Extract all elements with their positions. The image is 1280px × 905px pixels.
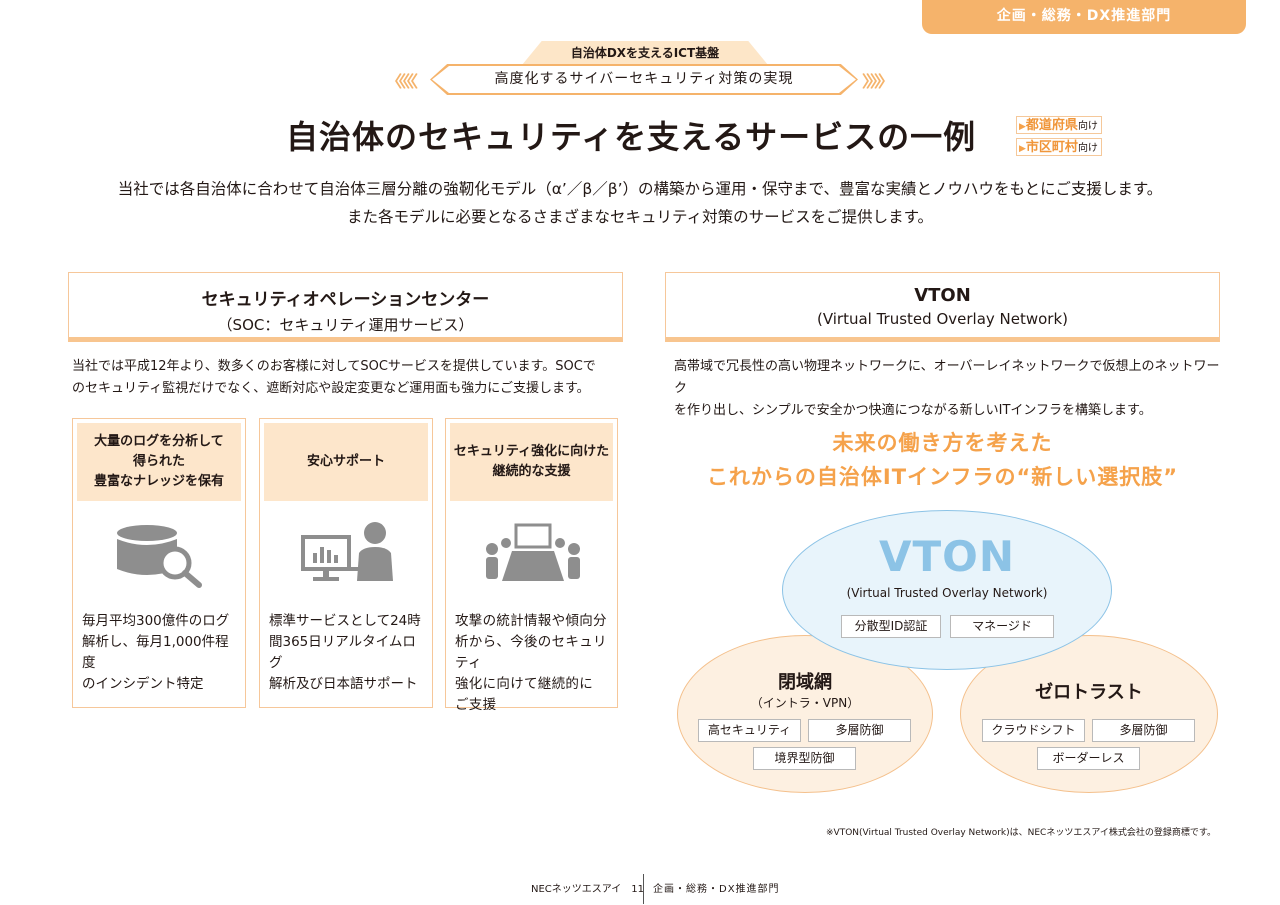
banner-title: 高度化するサイバーセキュリティ対策の実現 [432,66,856,93]
pill-distributed-id: 分散型ID認証 [841,615,941,638]
future-heading-2: これからの自治体ITインフラの“新しい選択肢” [706,465,1179,489]
pill-managed: マネージド [950,615,1054,638]
vton-logo-subtitle: (Virtual Trusted Overlay Network) [846,586,1048,600]
intro-line-2: また各モデルに必要となるさまざまなセキュリティ対策のサービスをご提供します。 [346,208,934,226]
feature-text: 標準サービスとして24時 間365日リアルタイムログ 解析及び日本語サポート [269,613,421,692]
pill-cloud-shift: クラウドシフト [982,719,1085,742]
operator-monitor-icon [260,519,432,599]
closed-network-subtitle: （イントラ・VPN） [750,696,860,710]
future-heading-1: 未来の働き方を考えた [832,431,1053,455]
pill-borderless: ボーダーレス [1037,747,1140,770]
pill-multilayer-defense: 多層防御 [808,719,911,742]
vton-circle [782,510,1112,670]
target-tag-municipality: ▶市区町村向け [1016,138,1102,156]
feature-heading: 大量のログを分析して得られた豊富なナレッジを保有 [77,423,241,501]
soc-feature-support: 安心サポート 標準サービスとして24時 間365日リアルタイムログ 解析及び日本… [259,418,433,708]
page-title: 自治体のセキュリティを支えるサービスの一例 [286,118,977,156]
triangle-icon: ▶ [1019,122,1026,132]
banner-label: 自治体DXを支えるICT基盤 [522,41,768,65]
vton-header: VTON (Virtual Trusted Overlay Network) [665,272,1220,342]
chevron-right-icon: 〉〉〉〉〉 [862,72,894,91]
feature-text: 攻撃の統計情報や傾向分 析から、今後のセキュリティ 強化に向けて継続的に ご支援 [455,613,607,713]
trademark-note: ※VTON(Virtual Trusted Overlay Network)は、… [826,828,1216,838]
footer-divider [643,874,644,904]
feature-heading: セキュリティ強化に向けた継続的な支援 [450,423,613,501]
department-tab: 企画・総務・DX推進部門 [922,0,1246,34]
vton-title: VTON [914,285,971,306]
soc-title: セキュリティオペレーションセンター [201,290,490,310]
footer-company-page: NECネッツエスアイ 11 [531,884,645,895]
feature-heading: 安心サポート [264,423,428,501]
soc-description: 当社では平成12年より、数多くのお客様に対してSOCサービスを提供しています。S… [72,359,596,396]
soc-header: セキュリティオペレーションセンター （SOC：セキュリティ運用サービス） [68,272,623,342]
vton-description: 高帯域で冗長性の高い物理ネットワークに、オーバーレイネットワークで仮想上のネット… [674,359,1220,418]
footer-department: 企画・総務・DX推進部門 [653,884,780,895]
intro-line-1: 当社では各自治体に合わせて自治体三層分離の強靭化モデル（α’／β／β’）の構築か… [117,180,1163,198]
closed-network-title: 閉域網 [778,672,832,693]
soc-subtitle: （SOC：セキュリティ運用サービス） [217,316,474,334]
zero-trust-title: ゼロトラスト [1035,682,1143,703]
feature-text: 毎月平均300億件のログ 解析し、毎月1,000件程度 のインシデント特定 [82,613,230,692]
triangle-icon: ▶ [1019,144,1026,154]
database-search-icon [73,519,245,599]
soc-feature-continuous: セキュリティ強化に向けた継続的な支援 攻撃の統計情報や傾向分 析から、今後のセキ… [445,418,618,713]
target-tag-prefecture: ▶都道府県向け [1016,116,1102,134]
soc-feature-knowledge: 大量のログを分析して得られた豊富なナレッジを保有 毎月平均300億件のログ 解析… [72,418,246,708]
meeting-icon [446,519,617,599]
pill-multilayer-defense-2: 多層防御 [1092,719,1195,742]
vton-subtitle: (Virtual Trusted Overlay Network) [816,310,1069,328]
vton-logo: VTON [878,532,1015,581]
pill-high-security: 高セキュリティ [698,719,801,742]
pill-perimeter-defense: 境界型防御 [753,747,856,770]
chevron-left-icon: 〈〈〈〈〈 [386,72,418,91]
